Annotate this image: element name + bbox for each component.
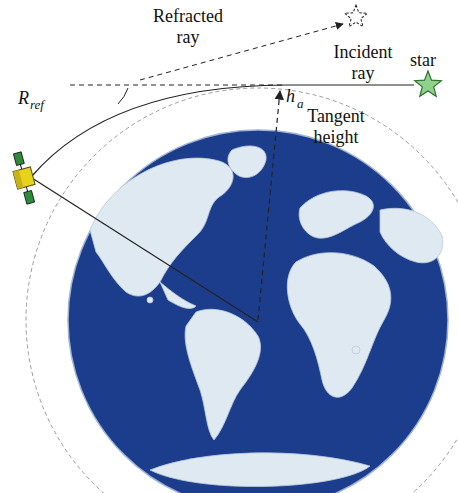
quantity-label: Tangent height	[298, 106, 374, 147]
ray-label: Refracted ray	[146, 6, 230, 47]
continents	[90, 146, 443, 487]
tangent-height-arrow	[258, 91, 280, 320]
refracted-ray	[140, 24, 343, 80]
earth	[68, 130, 448, 493]
angle-arc	[118, 88, 128, 104]
satellite	[9, 151, 40, 206]
symbol-subscript: ref	[30, 98, 60, 113]
symbol-subscript: a	[297, 97, 307, 112]
atmosphere-boundary	[26, 88, 458, 493]
sight-line	[32, 178, 258, 322]
incident-ray	[285, 84, 414, 85]
star-symbol	[415, 71, 442, 96]
symbol-label: R	[18, 88, 32, 109]
object-label: star	[410, 50, 450, 71]
apparent-star	[345, 5, 368, 27]
reference-line	[70, 85, 285, 86]
refracted-path	[32, 85, 285, 176]
ray-label: Incident ray	[322, 42, 404, 83]
